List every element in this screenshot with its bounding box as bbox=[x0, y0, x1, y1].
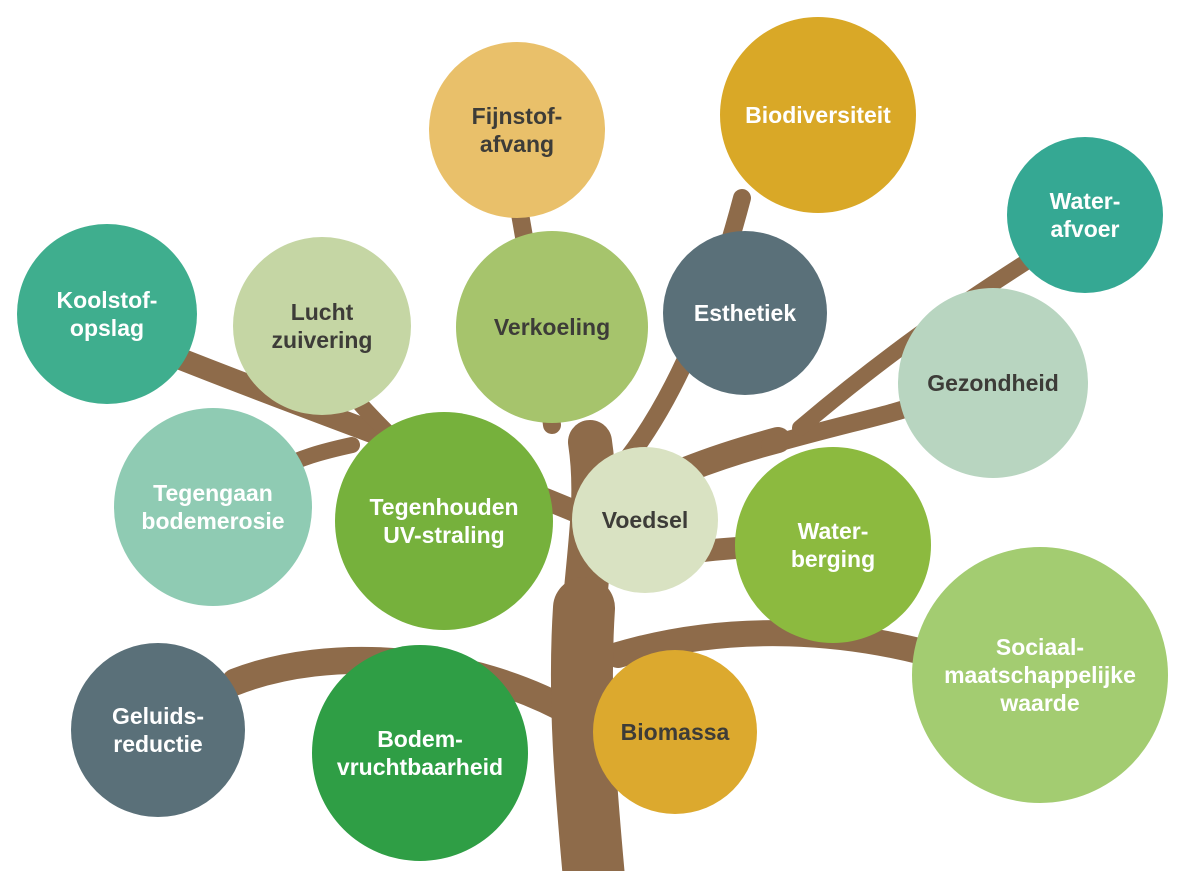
node-lucht-zuivering: Lucht zuivering bbox=[233, 237, 411, 415]
node-geluids-reductie-label: Geluids- reductie bbox=[111, 702, 204, 757]
node-koolstof-opslag: Koolstof- opslag bbox=[17, 224, 197, 404]
node-sociaal-maatschappelijke-waarde-label: Sociaal- maatschappelijke waarde bbox=[944, 633, 1136, 717]
node-bodem-vruchtbaarheid: Bodem- vruchtbaarheid bbox=[312, 645, 528, 861]
node-verkoeling: Verkoeling bbox=[456, 231, 648, 423]
node-tegengaan-bodemerosie-label: Tegengaan bodemerosie bbox=[141, 479, 285, 534]
node-water-berging-label: Water- berging bbox=[790, 517, 876, 572]
node-biodiversiteit-label: Biodiversiteit bbox=[745, 101, 891, 128]
node-gezondheid: Gezondheid bbox=[898, 288, 1088, 478]
node-fijnstof-afvang-label: Fijnstof- afvang bbox=[471, 102, 563, 157]
node-geluids-reductie: Geluids- reductie bbox=[71, 643, 245, 817]
node-verkoeling-label: Verkoeling bbox=[493, 313, 611, 340]
node-water-afvoer: Water- afvoer bbox=[1007, 137, 1163, 293]
node-water-berging: Water- berging bbox=[735, 447, 931, 643]
branch-to-gezondheid bbox=[761, 395, 929, 454]
node-biomassa-label: Biomassa bbox=[620, 718, 730, 745]
node-koolstof-opslag-label: Koolstof- opslag bbox=[56, 286, 158, 341]
node-tegenhouden-uv-straling: Tegenhouden UV-straling bbox=[335, 412, 553, 630]
node-esthetiek-label: Esthetiek bbox=[693, 299, 797, 326]
node-esthetiek: Esthetiek bbox=[663, 231, 827, 395]
node-bodem-vruchtbaarheid-label: Bodem- vruchtbaarheid bbox=[336, 725, 504, 780]
node-voedsel-label: Voedsel bbox=[601, 506, 689, 533]
node-water-afvoer-label: Water- afvoer bbox=[1049, 187, 1121, 242]
node-gezondheid-label: Gezondheid bbox=[927, 369, 1059, 396]
node-biodiversiteit: Biodiversiteit bbox=[720, 17, 916, 213]
node-fijnstof-afvang: Fijnstof- afvang bbox=[429, 42, 605, 218]
node-sociaal-maatschappelijke-waarde: Sociaal- maatschappelijke waarde bbox=[912, 547, 1168, 803]
node-biomassa: Biomassa bbox=[593, 650, 757, 814]
node-lucht-zuivering-label: Lucht zuivering bbox=[271, 298, 373, 353]
trunk-lower bbox=[550, 577, 625, 871]
node-voedsel: Voedsel bbox=[572, 447, 718, 593]
node-tegenhouden-uv-straling-label: Tegenhouden UV-straling bbox=[369, 493, 519, 548]
node-tegengaan-bodemerosie: Tegengaan bodemerosie bbox=[114, 408, 312, 606]
